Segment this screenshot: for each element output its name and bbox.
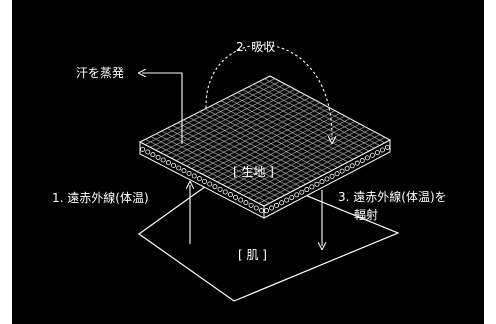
far-infrared-radiate-label-line2: 輻射 [354, 207, 378, 222]
fabric-pore [233, 194, 239, 200]
fabric-pore [344, 165, 350, 171]
fabric-grid-line [253, 134, 381, 201]
fabric-pore [176, 165, 182, 171]
fabric-pore [319, 179, 325, 185]
diagram-panel: 汗を蒸発 2. 吸収 [ 生地 ] 1. 遠赤外線(体温) 3. 遠赤外線(体温… [12, 0, 484, 324]
fabric-pore [274, 202, 280, 208]
fabric-pore [191, 173, 197, 179]
fabric-pore [339, 168, 345, 174]
sweat-evaporation-label: 汗を蒸発 [76, 66, 124, 80]
far-infrared-radiate-label-line1: 3. 遠赤外線(体温)を [338, 189, 447, 204]
fabric-pore [364, 155, 370, 161]
fabric-grid-line [156, 133, 280, 198]
fabric-pore [238, 197, 244, 203]
fabric-top [138, 75, 392, 207]
fabric-pore [329, 173, 335, 179]
fabric-pore [279, 200, 285, 206]
fabric-pore [160, 157, 166, 163]
fabric-pore [171, 162, 177, 168]
fabric-pore [334, 171, 340, 177]
fabric-pore [264, 208, 270, 214]
fabric-pore [309, 184, 315, 190]
fabric-pore [212, 184, 218, 190]
fabric-pore [379, 147, 385, 153]
fabric-pore [222, 189, 228, 195]
fabric-pore [243, 200, 249, 206]
fabric-pore [202, 178, 208, 184]
fabric-pore [299, 189, 305, 195]
fabric-pore [284, 197, 290, 203]
fabric-pore [155, 154, 161, 160]
fabric-pore [227, 192, 233, 198]
fabric-pore [304, 187, 310, 193]
fabric-pore [145, 149, 151, 155]
fabric-grid-line [150, 136, 275, 201]
fabric-pore [374, 150, 380, 156]
fabric-pore [359, 158, 365, 164]
fabric-pore [207, 181, 213, 187]
fabric-pore [140, 146, 146, 152]
fabric-diagram: 汗を蒸発 2. 吸収 [ 生地 ] 1. 遠赤外線(体温) 3. 遠赤外線(体温… [52, 40, 447, 302]
fabric-grid-line [145, 139, 270, 204]
fabric-pore [217, 186, 223, 192]
fabric-pore [196, 176, 202, 182]
skin-label: [ 肌 ] [238, 248, 267, 262]
sweat-evaporation-arrow [142, 73, 183, 144]
fabric-side-pores [140, 144, 390, 214]
fabric-pore [314, 181, 320, 187]
fabric-pore [349, 163, 355, 169]
fabric-pore [384, 144, 390, 150]
absorb-label: 2. 吸収 [236, 40, 275, 54]
fabric-pore [165, 160, 171, 166]
fabric-grid-line [258, 137, 386, 204]
fabric-pore [253, 205, 259, 211]
fabric-pore [289, 194, 295, 200]
fabric-pore [181, 168, 187, 174]
fabric-label: [ 生地 ] [233, 165, 274, 179]
fabric-pore [369, 152, 375, 158]
absorb-dashed-arrow [205, 44, 332, 140]
fabric-grid-line [248, 131, 376, 199]
fabric-pore [248, 202, 254, 208]
fabric-pore [258, 208, 264, 214]
skin-plane [137, 165, 400, 302]
fabric-pore [324, 176, 330, 182]
fabric-pore [269, 205, 275, 211]
fabric-pore [294, 192, 300, 198]
far-infrared-body-label: 1. 遠赤外線(体温) [52, 190, 149, 205]
fabric-pore [150, 152, 156, 158]
fabric-pore [354, 160, 360, 166]
fabric-pore [186, 170, 192, 176]
